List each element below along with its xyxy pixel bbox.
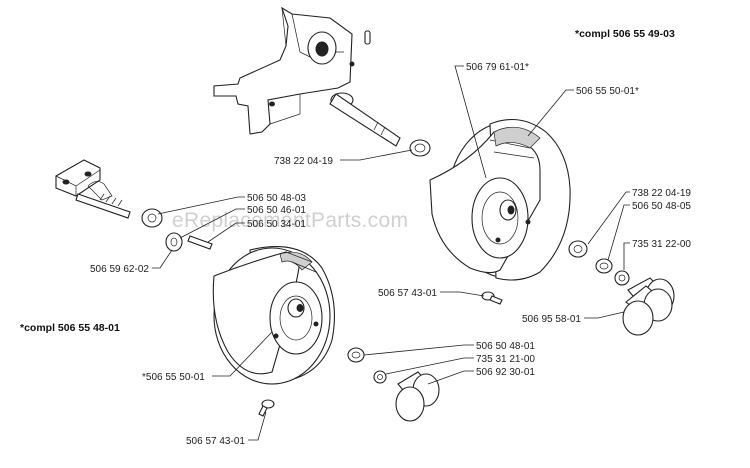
callout-506-55-50-01-left: *506 55 50-01 bbox=[142, 372, 205, 383]
callout-735-31-21-00: 735 31 21-00 bbox=[476, 354, 535, 365]
wheel-right bbox=[429, 118, 571, 281]
callout-506-50-48-05: 506 50 48-05 bbox=[632, 201, 691, 212]
axle-shaft bbox=[329, 92, 401, 147]
leader-lines bbox=[152, 65, 630, 441]
clip-735-31-21-00 bbox=[373, 370, 387, 384]
hubcap-506-95-58-01 bbox=[622, 277, 675, 336]
washer-506-50-48-05 bbox=[595, 258, 613, 274]
chassis-bracket bbox=[213, 6, 371, 135]
linch-pin-506-57-43-01-bottom bbox=[258, 399, 275, 417]
callout-506-50-46-01: 506 50 46-01 bbox=[247, 205, 306, 216]
pin-506-50-34-01 bbox=[187, 235, 213, 250]
washer-506-50-48-03 bbox=[141, 208, 163, 228]
washer-738-22-04-19-top bbox=[409, 139, 431, 157]
callout-738-22-04-19-right: 738 22 04-19 bbox=[632, 188, 691, 199]
callout-506-50-48-01: 506 50 48-01 bbox=[476, 341, 535, 352]
clip-735-31-22-00 bbox=[614, 270, 630, 286]
callout-506-57-43-01-bottom: 506 57 43-01 bbox=[186, 436, 245, 447]
assembly-label-right-wheel: *compl 506 55 49-03 bbox=[575, 28, 675, 40]
callout-506-59-62-02: 506 59 62-02 bbox=[90, 264, 149, 275]
callout-506-92-30-01: 506 92 30-01 bbox=[476, 367, 535, 378]
wheel-left bbox=[212, 246, 335, 385]
callout-735-31-22-00: 735 31 22-00 bbox=[632, 239, 691, 250]
callout-506-95-58-01: 506 95 58-01 bbox=[522, 314, 581, 325]
stub-axle-assembly bbox=[55, 159, 131, 219]
callout-506-55-50-01-right: 506 55 50-01* bbox=[576, 86, 639, 97]
hubcap-506-92-30-01 bbox=[395, 371, 440, 422]
callout-506-50-34-01: 506 50 34-01 bbox=[247, 219, 306, 230]
callout-506-79-61-01: 506 79 61-01* bbox=[466, 62, 529, 73]
callout-738-22-04-19-top: 738 22 04-19 bbox=[274, 156, 333, 167]
bushing-506-50-46-01 bbox=[165, 232, 183, 252]
washer-506-50-48-01 bbox=[347, 347, 365, 363]
assembly-label-left-wheel: *compl 506 55 48-01 bbox=[20, 322, 120, 334]
linch-pin-506-57-43-01-mid bbox=[481, 291, 503, 305]
callout-506-50-48-03: 506 50 48-03 bbox=[247, 193, 306, 204]
callout-506-57-43-01-mid: 506 57 43-01 bbox=[378, 288, 437, 299]
washer-738-22-04-19-right bbox=[568, 240, 588, 258]
